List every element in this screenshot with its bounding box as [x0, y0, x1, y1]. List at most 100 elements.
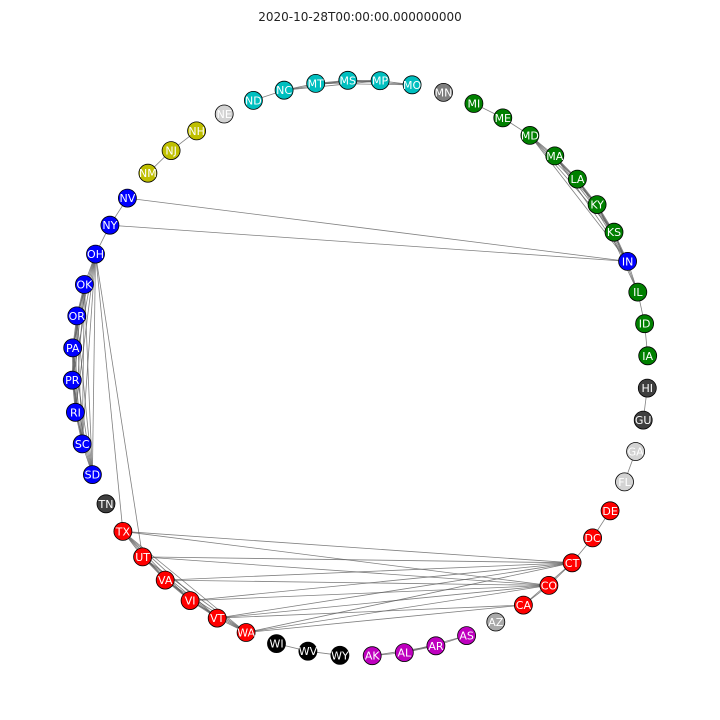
node-pr: PR [62, 370, 82, 390]
node-label: GA [628, 446, 645, 459]
node-id: ID [635, 314, 654, 334]
node-label: GU [635, 414, 652, 427]
node-circle [568, 169, 587, 189]
node-wv: WV [298, 641, 318, 661]
node-label: AK [365, 650, 381, 663]
edge-sd-oh [92, 254, 96, 475]
edge-co-vt [217, 585, 549, 619]
node-label: IL [633, 286, 643, 299]
edge-nc-mp [284, 80, 381, 91]
node-ct: CT [562, 553, 582, 573]
node-circle [637, 378, 657, 398]
edge-pa-oh [72, 254, 96, 348]
node-as: AS [457, 626, 477, 645]
node-label: KY [590, 199, 604, 212]
node-label: MS [340, 74, 356, 87]
node-label: KS [607, 226, 621, 239]
node-circle [486, 612, 506, 632]
node-circle [63, 338, 83, 358]
node-va: VA [155, 570, 175, 590]
node-oh: OH [86, 244, 105, 264]
node-label: IN [622, 255, 633, 268]
node-label: NV [120, 192, 136, 205]
node-circle [338, 70, 358, 90]
node-circle [100, 215, 120, 235]
node-circle [96, 494, 116, 514]
node-circle [75, 275, 94, 294]
node-ok: OK [75, 275, 94, 294]
edge-tx-oh [95, 254, 124, 532]
node-circle [113, 522, 133, 541]
node-hi: HI [637, 378, 657, 398]
node-label: MT [308, 77, 324, 90]
node-circle [604, 222, 624, 242]
node-circle [187, 121, 207, 141]
node-nv: NV [118, 188, 137, 208]
node-al: AL [394, 643, 414, 662]
node-label: VT [210, 612, 225, 625]
node-nj: NJ [161, 141, 181, 161]
node-ak: AK [362, 646, 382, 666]
node-circle [86, 244, 105, 264]
node-circle [370, 71, 390, 91]
node-ms: MS [338, 70, 358, 90]
node-pa: PA [63, 338, 83, 358]
node-circle [464, 94, 484, 113]
node-md: MD [520, 125, 540, 145]
node-co: CO [539, 576, 559, 595]
node-circle [562, 553, 582, 573]
node-label: VA [158, 574, 173, 587]
node-circle [394, 643, 414, 662]
node-circle [298, 641, 318, 661]
node-circle [635, 314, 654, 334]
node-il: IL [628, 282, 648, 302]
node-label: PA [66, 342, 80, 355]
node-circle [362, 646, 382, 666]
node-circle [514, 595, 533, 615]
node-label: TN [98, 498, 114, 511]
node-label: AS [459, 630, 474, 643]
node-label: ID [639, 318, 651, 331]
node-circle [457, 626, 477, 645]
node-me: ME [493, 108, 513, 128]
node-label: LA [570, 173, 584, 186]
node-label: SC [75, 438, 90, 451]
edge-co-va [165, 579, 549, 586]
edge-co-tx [122, 531, 549, 586]
node-mn: MN [434, 83, 453, 102]
node-label: ND [245, 94, 262, 107]
node-label: NM [139, 167, 157, 180]
edge-ma-ks [554, 155, 615, 233]
node-circle [638, 346, 658, 366]
node-ut: UT [133, 547, 153, 567]
node-fl: FL [615, 472, 634, 492]
edge-ct-tx [122, 531, 573, 564]
node-circle [633, 410, 653, 430]
node-ia: IA [638, 346, 658, 366]
edge-ct-vi [190, 562, 573, 601]
edge-ca-vt [217, 604, 524, 619]
edge-mt-mo [315, 83, 413, 86]
node-ga: GA [626, 442, 645, 461]
graph-title: 2020-10-28T00:00:00.000000000 [258, 10, 462, 24]
node-circle [243, 91, 263, 110]
node-circle [615, 472, 634, 492]
node-nh: NH [187, 121, 207, 141]
node-label: IA [642, 350, 653, 363]
node-wi: WI [267, 634, 286, 653]
node-label: VI [185, 595, 196, 608]
node-circle [520, 125, 540, 145]
node-tn: TN [96, 494, 116, 514]
edge-layer [71, 79, 649, 657]
node-wa: WA [236, 623, 256, 642]
node-label: AZ [488, 616, 504, 629]
node-circle [180, 591, 200, 610]
node-circle [626, 442, 645, 461]
node-circle [133, 547, 153, 567]
edge-co-vi [190, 585, 549, 601]
node-label: PR [65, 374, 80, 387]
edge-vi-tx [122, 531, 191, 601]
node-circle [236, 623, 256, 642]
node-label: WY [331, 649, 349, 662]
